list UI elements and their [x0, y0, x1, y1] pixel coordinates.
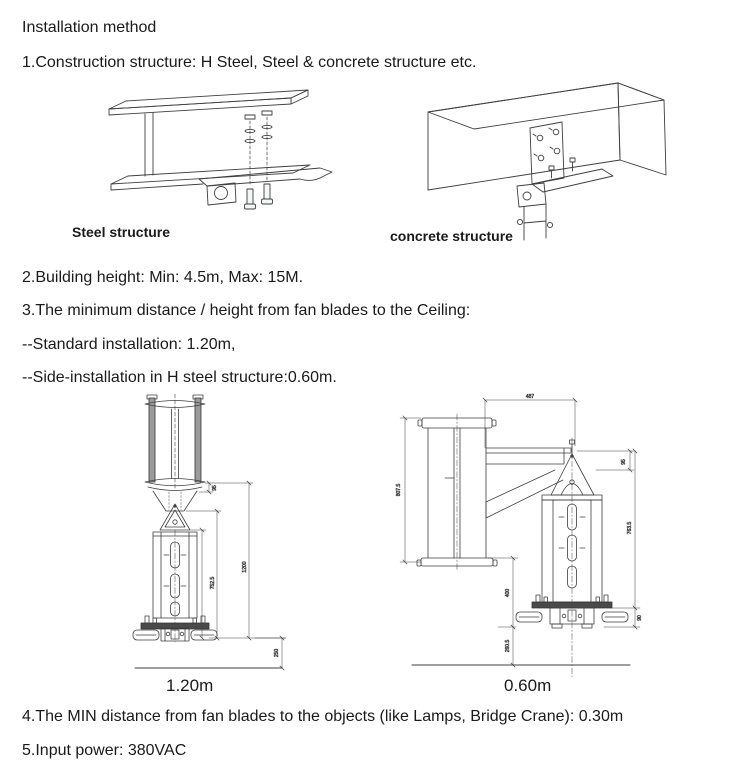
- dim-label-487: 487: [526, 394, 535, 400]
- page-title: Installation method: [22, 19, 157, 36]
- mount-funnel: [152, 490, 198, 512]
- bracket-arm: [485, 439, 575, 519]
- fan-blades: [132, 627, 218, 642]
- dim-label-807: 807.5: [396, 484, 402, 497]
- dimension-lines: 1200 752.5 95 250: [185, 480, 287, 671]
- dim-label-763: 763.5: [627, 522, 633, 535]
- mount-triangle: [159, 503, 191, 531]
- line-construction: 1.Construction structure: H Steel, Steel…: [22, 54, 477, 71]
- i-beam: [108, 89, 311, 191]
- steel-structure-drawing: [108, 89, 333, 210]
- i-beam-end-view: [144, 393, 206, 491]
- drop-rod: [516, 203, 554, 241]
- dim-label-1200: 1200: [242, 561, 248, 572]
- dim-label-260: 260.5: [505, 640, 511, 653]
- mounting-plate: [529, 121, 565, 185]
- label-side-clearance: 0.60m: [504, 676, 552, 695]
- line-side-install: --Side-installation in H steel structure…: [22, 369, 337, 386]
- line-input-power: 5.Input power: 380VAC: [22, 742, 187, 759]
- anchor-bolts: [244, 183, 273, 210]
- fan-column: [541, 437, 603, 678]
- caption-steel-structure: Steel structure: [72, 224, 171, 240]
- line-min-distance-heading: 3.The minimum distance / height from fan…: [22, 302, 471, 319]
- line-min-distance-objects: 4.The MIN distance from fan blades to th…: [22, 708, 624, 725]
- dim-label-95: 95: [621, 459, 627, 465]
- h-steel-column: [416, 413, 498, 571]
- line-standard-install: --Standard installation: 1.20m,: [22, 336, 236, 353]
- concrete-beam: [427, 82, 667, 191]
- label-standard-clearance: 1.20m: [166, 676, 214, 695]
- fan-blades: [515, 607, 629, 629]
- dimension-lines: 487 807.5 95 400 260.5 763.5 90: [396, 394, 643, 668]
- dim-label-250: 250: [274, 649, 280, 658]
- threaded-rods: [244, 110, 273, 186]
- line-building-height: 2.Building height: Min: 4.5m, Max: 15M.: [22, 269, 304, 286]
- mounting-plate: [198, 167, 333, 206]
- concrete-structure-drawing: [427, 82, 667, 241]
- dim-label-95: 95: [212, 485, 218, 491]
- hub-clamp: [140, 615, 210, 630]
- dim-label-90: 90: [637, 615, 643, 621]
- standard-installation-drawing: 1200 752.5 95 250: [132, 393, 287, 671]
- dim-label-400: 400: [505, 589, 511, 598]
- beam-clamp: [144, 478, 206, 491]
- side-installation-drawing: 487 807.5 95 400 260.5 763.5 90: [396, 394, 643, 678]
- dim-label-752: 752.5: [210, 577, 216, 590]
- caption-concrete-structure: concrete structure: [390, 228, 513, 244]
